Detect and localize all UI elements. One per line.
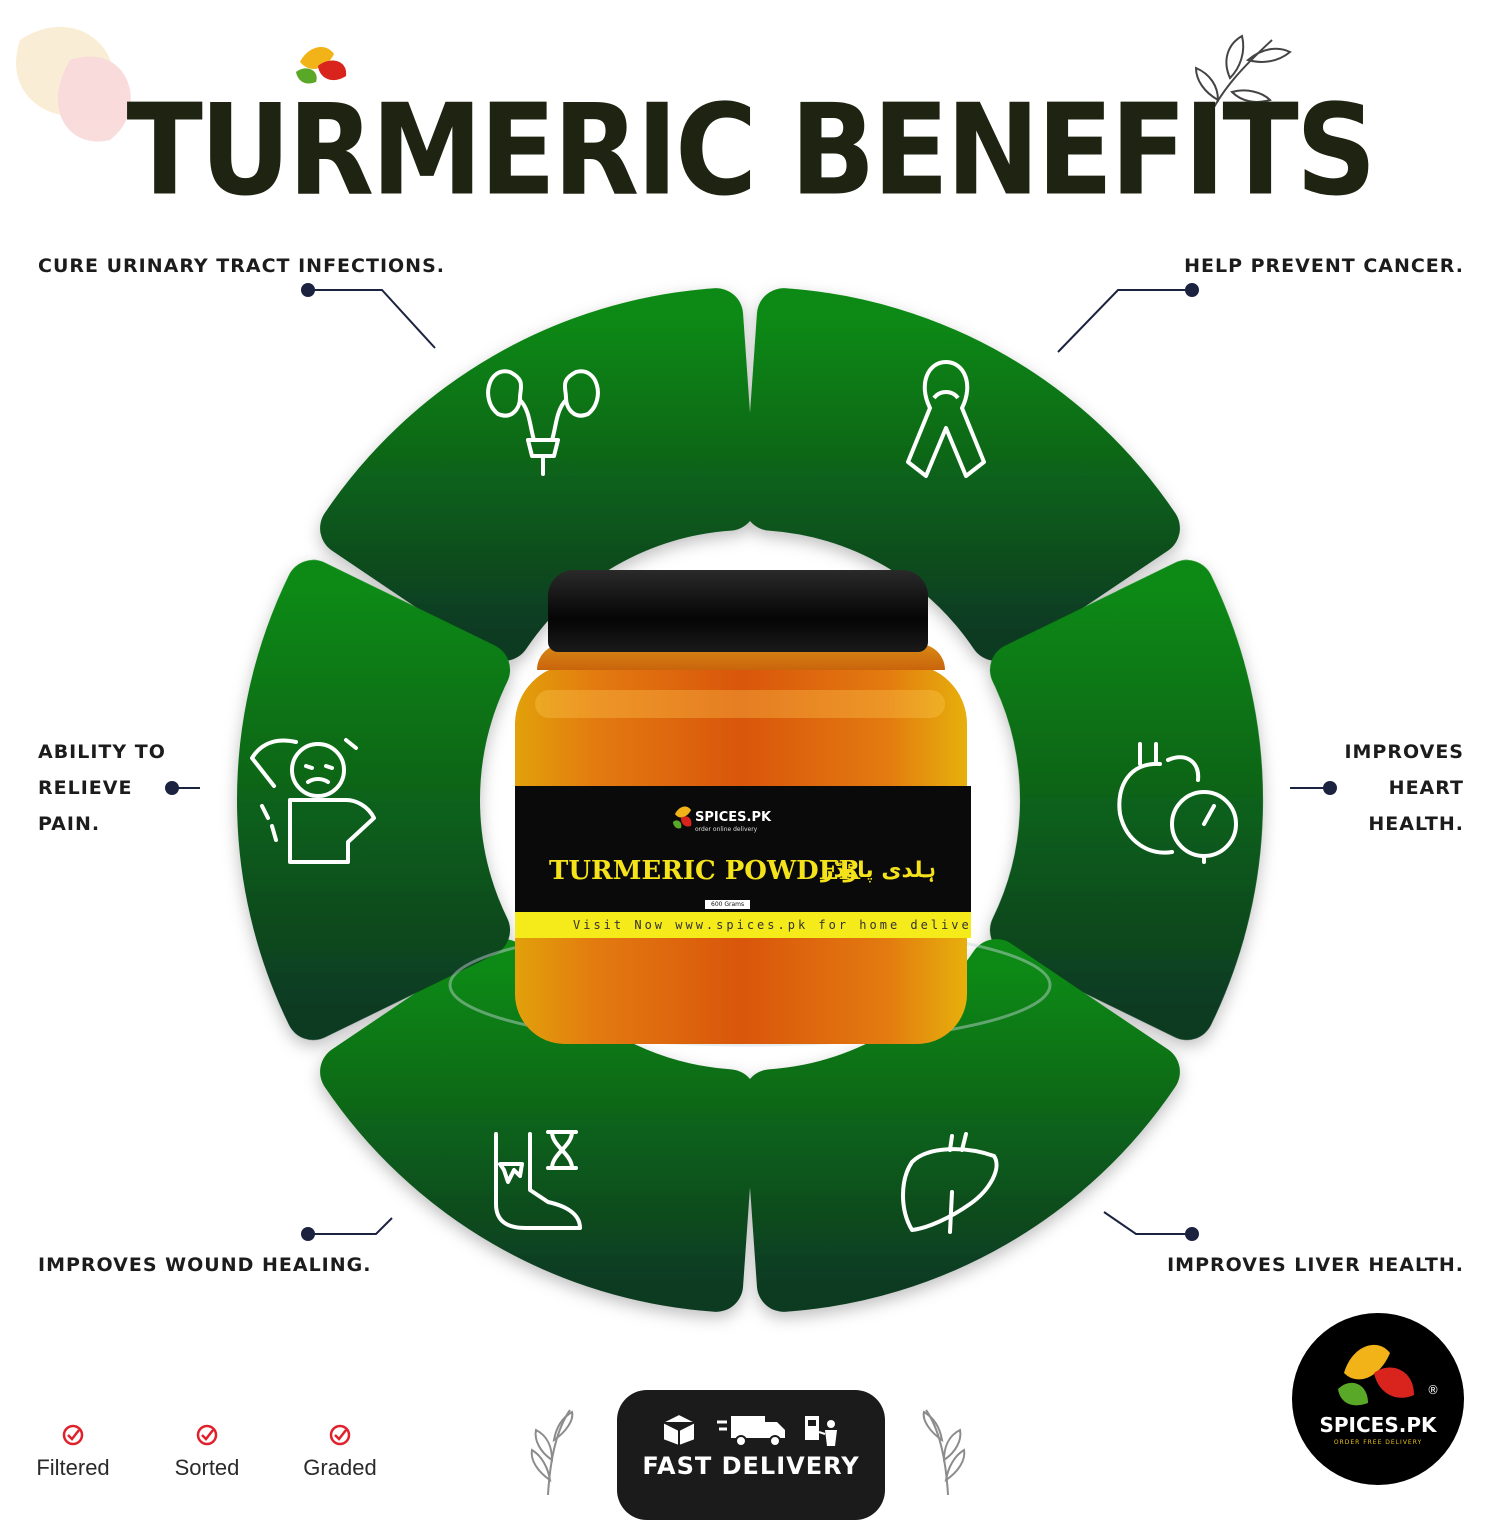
connector-liver bbox=[1103, 1211, 1199, 1241]
benefit-pain-line: ABILITY TO bbox=[38, 741, 166, 763]
truck-icon bbox=[717, 1416, 785, 1447]
page-title: TURMERIC BENEFITS bbox=[126, 78, 1376, 224]
benefit-heart-line: HEART bbox=[1388, 777, 1464, 799]
label-product-name-urdu: ہلدی پاؤڈر bbox=[821, 858, 937, 883]
jar-lid bbox=[548, 570, 928, 652]
leg-wound-icon bbox=[494, 1130, 582, 1230]
connector-wound bbox=[301, 1217, 393, 1241]
label-stripe-text: Visit Now www.spices.pk for home delive bbox=[573, 918, 971, 932]
connector-cancer bbox=[1057, 283, 1199, 353]
check-label: Graded bbox=[303, 1455, 377, 1480]
label-stripe: Visit Now www.spices.pk for home delive bbox=[515, 912, 971, 938]
benefit-heart-label: IMPROVES HEART HEALTH. bbox=[1344, 734, 1464, 842]
label-brand: SPICES.PK bbox=[695, 810, 772, 825]
benefit-heart-line: IMPROVES bbox=[1344, 741, 1464, 763]
check-circle-icon bbox=[196, 1424, 218, 1446]
check-sorted: Sorted bbox=[157, 1423, 257, 1481]
label-weight: 600 Grams bbox=[705, 900, 751, 909]
segment-wound bbox=[320, 939, 757, 1312]
heart-gauge-icon bbox=[1117, 742, 1238, 864]
awareness-ribbon-icon bbox=[906, 360, 986, 478]
leaf-logo-icon bbox=[1338, 1344, 1414, 1406]
check-circle-icon bbox=[329, 1424, 351, 1446]
leaf-logo-icon bbox=[673, 806, 692, 829]
connector-heart bbox=[1290, 781, 1337, 795]
logo-tagline: ORDER FREE DELIVERY bbox=[1333, 1439, 1423, 1446]
benefit-pain-line: PAIN. bbox=[38, 813, 101, 835]
jar-shine bbox=[535, 690, 945, 718]
check-circle-icon bbox=[62, 1424, 84, 1446]
product-jar: SPICES.PK order online delivery TURMERIC… bbox=[515, 560, 985, 1060]
label-brand-tagline: order online delivery bbox=[695, 826, 758, 833]
label-product-name: TURMERIC POWDER bbox=[549, 856, 861, 886]
pump-icon bbox=[805, 1416, 837, 1446]
benefit-pain-line: RELIEVE bbox=[38, 777, 133, 799]
segment-heart bbox=[989, 559, 1263, 1041]
check-graded: Graded bbox=[290, 1423, 390, 1481]
segment-pain bbox=[237, 559, 511, 1041]
check-label: Filtered bbox=[36, 1455, 110, 1480]
benefit-liver-label: IMPROVES LIVER HEALTH. bbox=[1167, 1254, 1464, 1276]
box-icon bbox=[662, 1412, 696, 1448]
leaf-sprig-icon bbox=[1194, 34, 1292, 126]
connector-pain bbox=[165, 781, 200, 795]
kidney-icon bbox=[486, 369, 600, 476]
liver-icon bbox=[901, 1132, 999, 1234]
benefit-heart-line: HEALTH. bbox=[1368, 813, 1464, 835]
benefit-cancer-label: HELP PREVENT CANCER. bbox=[1184, 255, 1464, 277]
segment-cancer bbox=[743, 288, 1180, 661]
benefit-wound-label: IMPROVES WOUND HEALING. bbox=[38, 1254, 372, 1276]
check-filtered: Filtered bbox=[23, 1423, 123, 1481]
logo-brand: SPICES.PK bbox=[1319, 1413, 1437, 1437]
leaf-sprig-icon bbox=[922, 1409, 966, 1496]
fast-delivery-badge: FAST DELIVERY bbox=[617, 1390, 885, 1520]
leaf-decor-icon bbox=[16, 26, 131, 142]
leaf-sprig-icon bbox=[530, 1409, 574, 1496]
connector-urinary bbox=[301, 283, 436, 349]
product-label bbox=[515, 786, 971, 934]
registered-mark: ® bbox=[1427, 1383, 1439, 1397]
neck-pain-icon bbox=[250, 738, 376, 864]
check-label: Sorted bbox=[174, 1455, 240, 1480]
leaf-cluster-icon bbox=[296, 47, 347, 84]
segment-urinary bbox=[320, 288, 757, 661]
benefit-pain-label: ABILITY TO RELIEVE PAIN. bbox=[38, 734, 166, 842]
brand-logo: ® SPICES.PK ORDER FREE DELIVERY bbox=[1292, 1313, 1464, 1485]
benefit-urinary-label: CURE URINARY TRACT INFECTIONS. bbox=[38, 255, 445, 277]
fast-delivery-label: FAST DELIVERY bbox=[642, 1452, 860, 1480]
